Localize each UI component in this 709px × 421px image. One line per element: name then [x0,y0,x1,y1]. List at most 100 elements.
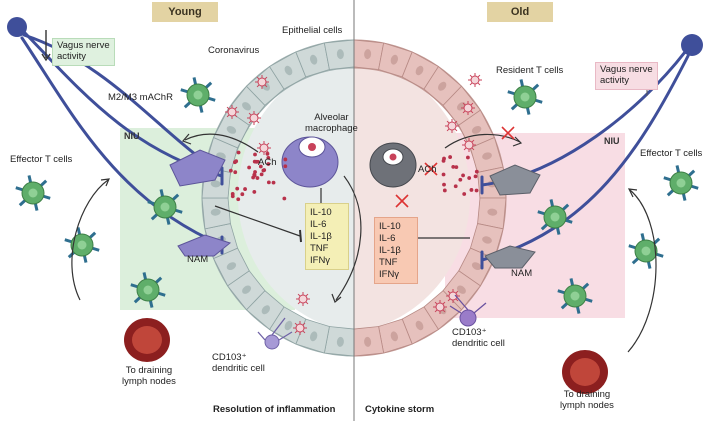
alveolar-macrophage-young [281,136,339,188]
vagus-activity-label-young: Vagus nerve activity [52,38,115,66]
epithelial-nucleus [390,54,398,65]
cytokine-il1b: IL-1β [379,244,401,256]
ach-dots-young [228,150,288,202]
epithelial-nucleus [482,236,492,244]
effector-t-cells-label-young: Effector T cells [10,154,73,165]
epithelial-cells-label: Epithelial cells [282,25,343,36]
epithelial-nucleus [482,152,492,160]
dendritic-cell-old [449,294,487,327]
ach-label-young: ACh [258,157,277,168]
cytokine-il6: IL-6 [379,232,396,244]
draining-line1: To draining [125,365,173,376]
draining-line1: To draining [563,389,611,400]
epithelial-nucleus [242,102,252,111]
t-cell [180,77,216,113]
ach-dot [247,165,252,170]
niu-label-young: NIU [124,131,140,141]
ach-label-old: ACh [418,164,437,175]
epithelial-nucleus [364,49,372,60]
ach-dot [258,164,263,169]
ach-dot [271,180,276,185]
t-cell [507,79,543,115]
macrophage-line1: Alveolar [314,112,349,123]
lymph-node-young [124,318,170,362]
ach-dot [453,184,458,189]
epithelial-nucleus [210,180,221,188]
ach-dot [266,155,271,160]
t-cell [537,199,573,235]
cytokine-ifng: IFNγ [310,254,331,266]
ach-dot [283,157,288,162]
cytokine-ifng: IFNγ [379,268,400,280]
epithelial-nucleus [210,208,221,216]
dendritic-line1: CD103⁺ [212,352,247,363]
epithelial-nucleus [310,331,318,342]
ach-dot [473,174,478,179]
ach-dot [235,186,240,191]
dendritic-line1: CD103⁺ [452,327,487,338]
ach-dot [467,176,472,180]
ach-dot [474,188,479,193]
epithelial-lining-old [353,39,507,357]
epithelial-nucleus [487,208,498,216]
epithelial-nucleus [438,81,447,91]
footer-young: Resolution of inflammation [213,404,336,415]
niu-label-old: NIU [604,136,620,146]
virus [247,111,261,125]
t-cell [663,165,699,201]
vagus-activity-label-old: Vagus nerve activity [595,62,658,90]
effector-t-cells-label-old: Effector T cells [640,148,703,159]
draining-label-old: To draining lymph nodes [560,389,614,412]
t-cell [15,175,51,211]
ach-dot [442,182,446,187]
cytokine-il6: IL-6 [310,218,327,230]
macrophage-line2: macrophage [305,122,358,134]
epithelial-nucleus [390,331,398,342]
ach-dot [458,177,463,182]
dendritic-cell-young [257,317,293,350]
ach-dot [243,187,247,191]
epithelial-nucleus [415,320,424,331]
nam-label-old: NAM [511,268,533,279]
cytokine-tnf: TNF [310,242,329,254]
ach-dot [469,188,474,192]
epithelial-nucleus [471,125,482,134]
header-old: Old [487,2,553,22]
ach-dot [262,168,267,172]
virus [296,292,310,306]
draining-line2: lymph nodes [560,399,614,411]
epithelial-nucleus [261,305,270,315]
epithelial-nucleus [336,49,344,60]
ach-dot [236,150,241,155]
virus [255,75,269,89]
epithelial-nucleus [284,65,293,76]
cytokine-il1b: IL-1β [310,230,332,242]
cytokine-il10: IL-10 [379,221,401,232]
ach-dot [236,197,241,202]
epithelial-nucleus [242,285,252,294]
t-cell [628,233,664,269]
machr-label: M2/M3 mAChR [108,92,173,103]
virus [462,138,476,152]
t-cells [15,77,699,314]
epithelial-nucleus [226,262,237,271]
nam-old [484,164,541,269]
ach-dot [461,173,465,178]
vagus-activity-line1: Vagus nerve [600,64,653,75]
epithelial-nucleus [364,336,372,347]
cytokine-il10: IL-10 [310,207,332,218]
coronavirus-particles [225,73,482,335]
virus [433,300,447,314]
virus [257,141,271,155]
cytokine-box-old: IL-10 IL-6 IL-1β TNF IFNγ [374,217,418,285]
ach-dot [266,180,271,185]
ach-dot [282,196,287,201]
ach-dot [228,168,233,173]
ach-dot [254,159,259,164]
alveolar-macrophage-old [369,142,417,188]
epithelial-nucleus [284,320,293,331]
ach-dot [466,155,470,160]
ach-dot [448,155,453,159]
ach-dot [255,176,260,180]
